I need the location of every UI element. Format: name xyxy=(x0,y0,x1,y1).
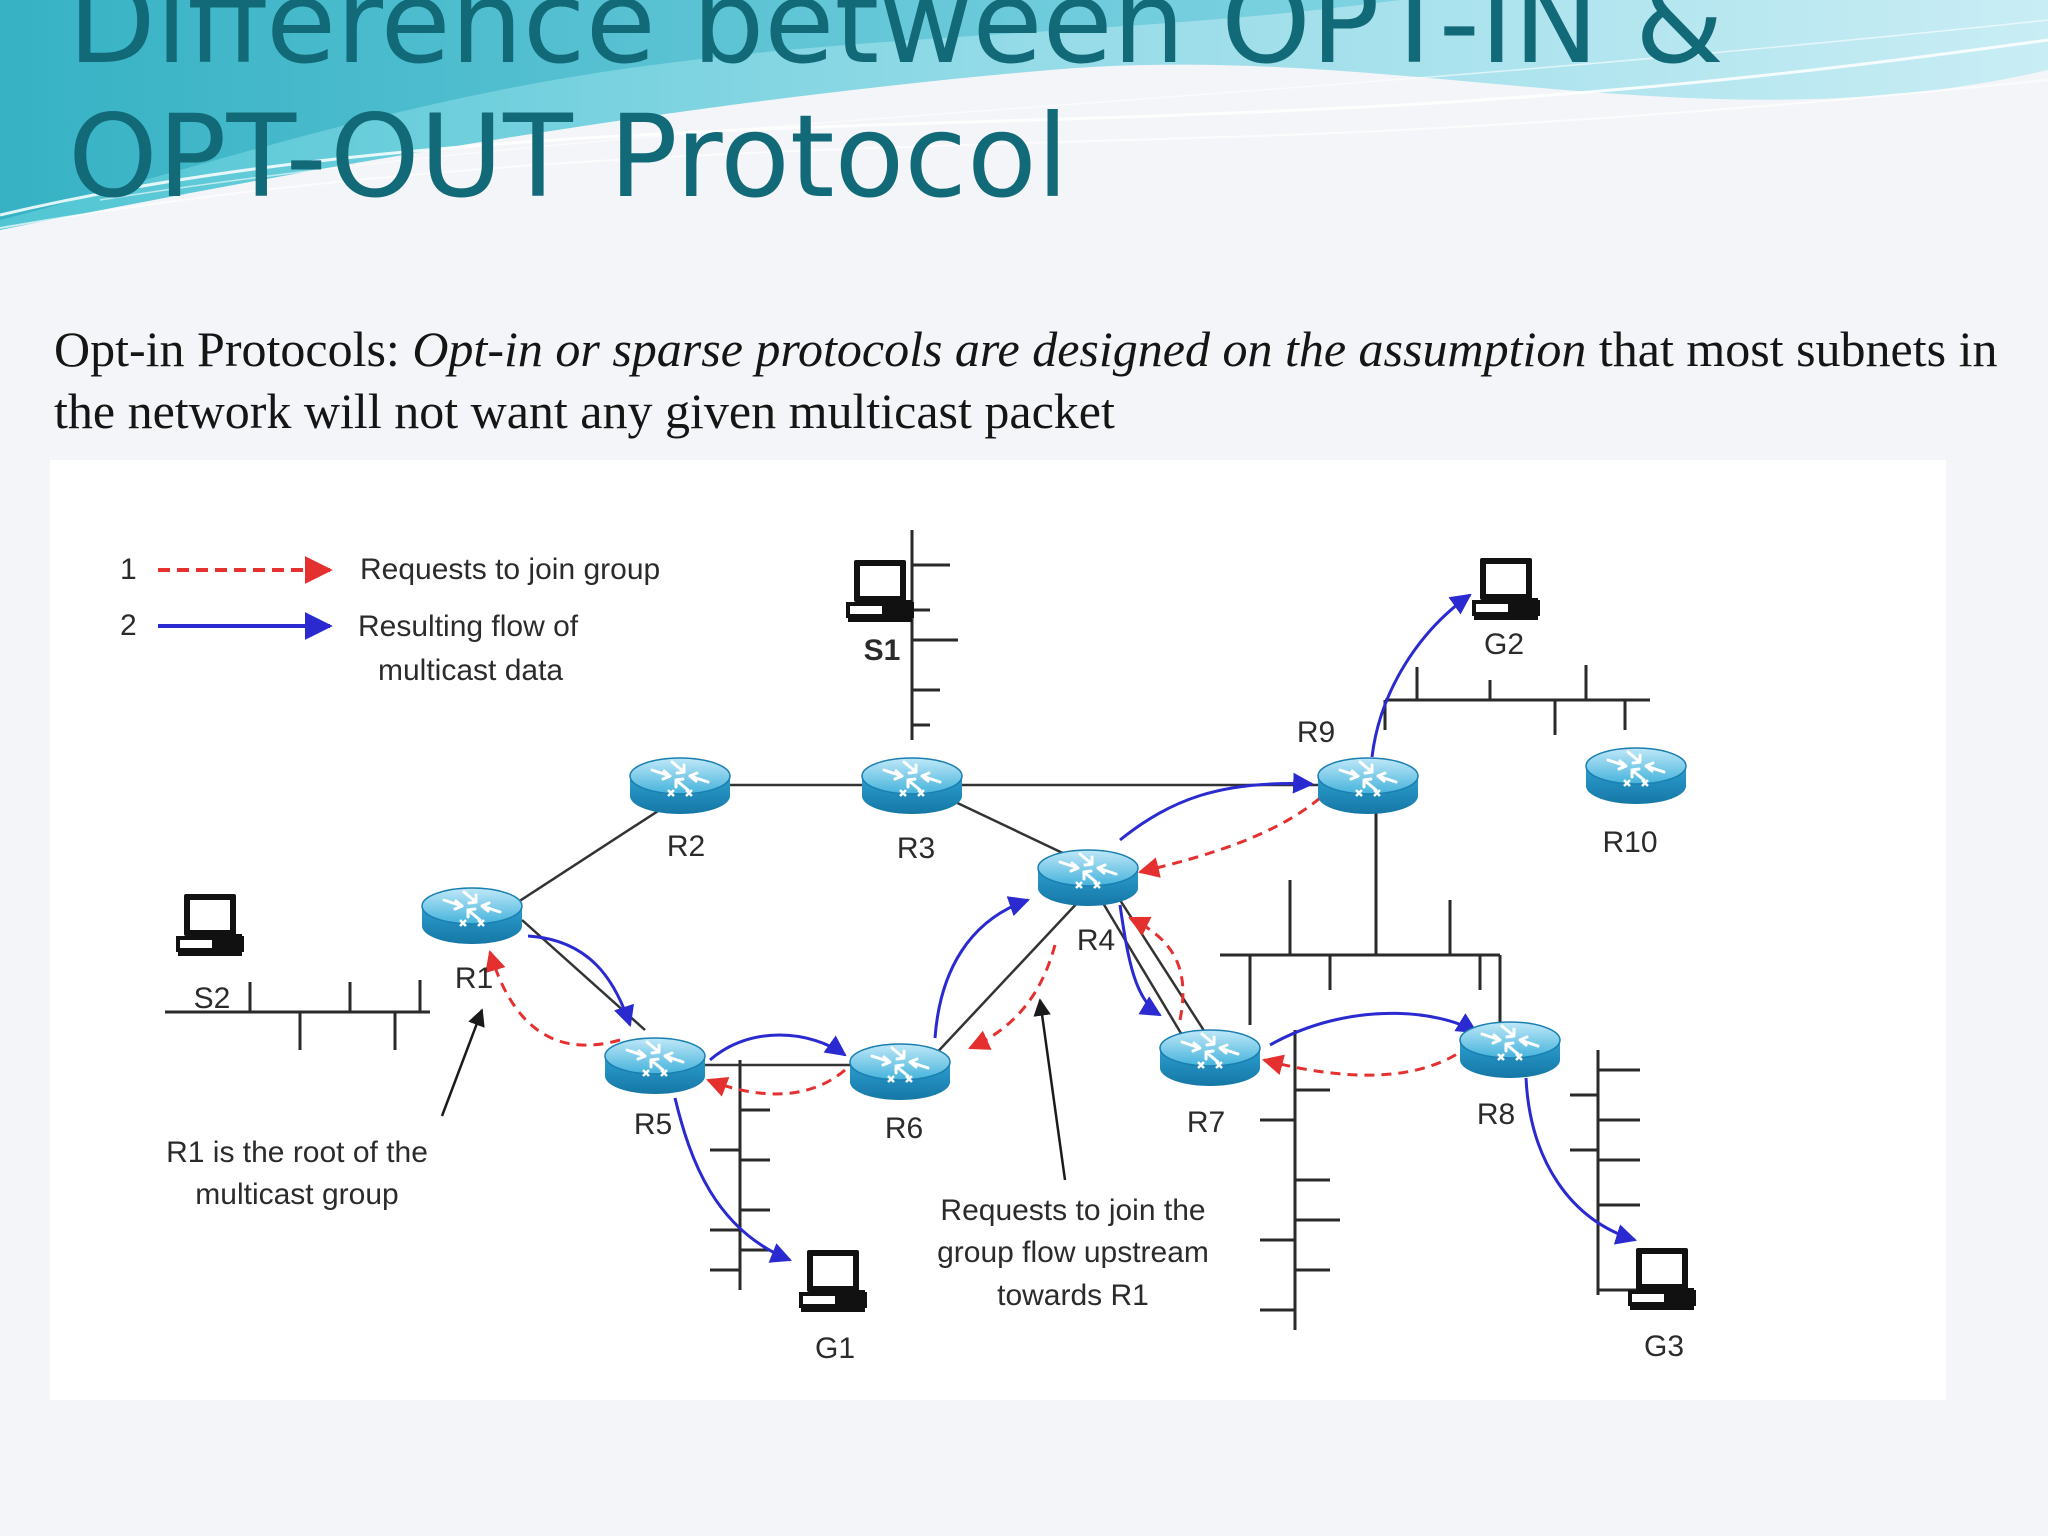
router-r5-label: R5 xyxy=(634,1108,672,1141)
host-s1: S1 xyxy=(846,558,914,667)
router-r5: R5 xyxy=(603,1036,707,1141)
host-g2: G2 xyxy=(1472,556,1540,661)
router-r10-label: R10 xyxy=(1602,826,1657,859)
router-r9-label: R9 xyxy=(1297,716,1335,749)
router-r1: R1 xyxy=(420,886,524,995)
upstream-annotation: Requests to join the group flow upstream… xyxy=(937,1194,1209,1312)
title-line-2: OPT-OUT Protocol xyxy=(68,90,1069,223)
body-lead: Opt-in Protocols: xyxy=(54,321,413,377)
legend-flow-label-1: Resulting flow of xyxy=(358,610,579,643)
legend-number-2: 2 xyxy=(120,609,137,642)
host-s2: S2 xyxy=(176,892,244,1015)
body-rest: that most subnets in the network will no… xyxy=(54,321,1998,439)
router-r3: R3 xyxy=(860,756,964,865)
network-diagram-figure: 1 Requests to join group 2 Resulting flo… xyxy=(50,460,1946,1400)
router-r3-label: R3 xyxy=(897,832,935,865)
host-g3: G3 xyxy=(1628,1246,1696,1363)
router-r2: R2 xyxy=(628,756,732,863)
slide-title: Difference between OPT-IN & OPT-OUT Prot… xyxy=(68,0,1968,224)
host-s1-label: S1 xyxy=(864,634,901,667)
host-s2-label: S2 xyxy=(194,982,231,1015)
body-italic: Opt-in or sparse protocols are designed … xyxy=(412,321,1587,377)
router-r6-label: R6 xyxy=(885,1112,923,1145)
router-r7-label: R7 xyxy=(1187,1106,1225,1139)
router-r4: R4 xyxy=(1036,848,1140,957)
router-r9: R9 xyxy=(1297,716,1420,816)
host-g1-label: G1 xyxy=(815,1332,855,1365)
root-annotation-line-1: R1 is the root of the xyxy=(166,1136,428,1169)
router-links xyxy=(517,783,1340,1067)
root-annotation-line-2: multicast group xyxy=(195,1178,398,1211)
title-line-1: Difference between OPT-IN & xyxy=(68,0,1724,89)
legend-join-label: Requests to join group xyxy=(360,553,660,586)
upstream-annotation-line-2: group flow upstream xyxy=(937,1236,1209,1269)
host-g3-label: G3 xyxy=(1644,1330,1684,1363)
multicast-network-diagram: 1 Requests to join group 2 Resulting flo… xyxy=(120,530,1696,1365)
body-paragraph: Opt-in Protocols: Opt-in or sparse proto… xyxy=(54,318,2014,442)
router-r1-label: R1 xyxy=(455,962,493,995)
legend-flow-label-2: multicast data xyxy=(378,654,563,687)
legend: 1 Requests to join group 2 Resulting flo… xyxy=(120,553,660,687)
join-request-arrows xyxy=(485,796,1471,1097)
subnet-lines xyxy=(165,530,1650,1330)
router-r2-label: R2 xyxy=(667,830,705,863)
upstream-annotation-line-3: towards R1 xyxy=(997,1279,1149,1312)
router-r8: R8 xyxy=(1458,1020,1562,1131)
host-g1: G1 xyxy=(799,1248,867,1365)
host-g2-label: G2 xyxy=(1484,628,1524,661)
router-r8-label: R8 xyxy=(1477,1098,1515,1131)
data-flow-arrows xyxy=(527,593,1638,1263)
legend-number-1: 1 xyxy=(120,553,137,586)
router-r7: R7 xyxy=(1158,1028,1262,1139)
annotation-arrows xyxy=(440,998,1067,1181)
router-r4-label: R4 xyxy=(1077,924,1115,957)
upstream-annotation-line-1: Requests to join the xyxy=(940,1194,1205,1227)
root-annotation: R1 is the root of the multicast group xyxy=(166,1136,428,1211)
router-r10: R10 xyxy=(1584,746,1688,859)
router-r6: R6 xyxy=(848,1042,952,1145)
